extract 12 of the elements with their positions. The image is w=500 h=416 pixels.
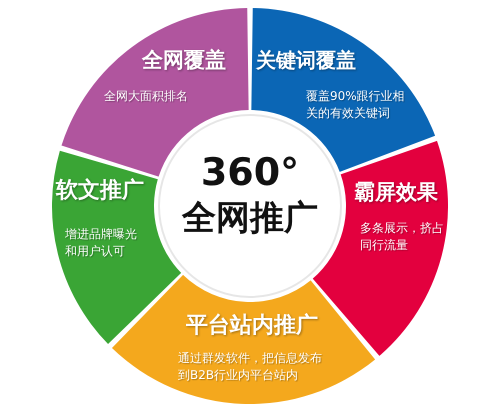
center-title: 360° xyxy=(200,152,300,194)
segment-title: 平台站内推广 xyxy=(186,313,318,340)
segment-description: 增进品牌曝光和用户认可 xyxy=(65,226,138,260)
segment-description: 多条展示，挤占同行流量 xyxy=(360,220,444,254)
segment-description: 通过群发软件，把信息发布到B2B行业内平台站内 xyxy=(178,350,323,384)
segment-title: 关键词覆盖 xyxy=(256,48,356,72)
center-title: 全网推广 xyxy=(180,200,319,238)
segment-description: 全网大面积排名 xyxy=(104,88,189,105)
segment-title: 软文推广 xyxy=(56,178,144,204)
segment-title: 全网覆盖 xyxy=(142,48,226,74)
segment-description: 覆盖90%跟行业相关的有效关键词 xyxy=(306,88,406,122)
segment-title: 霸屏效果 xyxy=(354,180,438,206)
